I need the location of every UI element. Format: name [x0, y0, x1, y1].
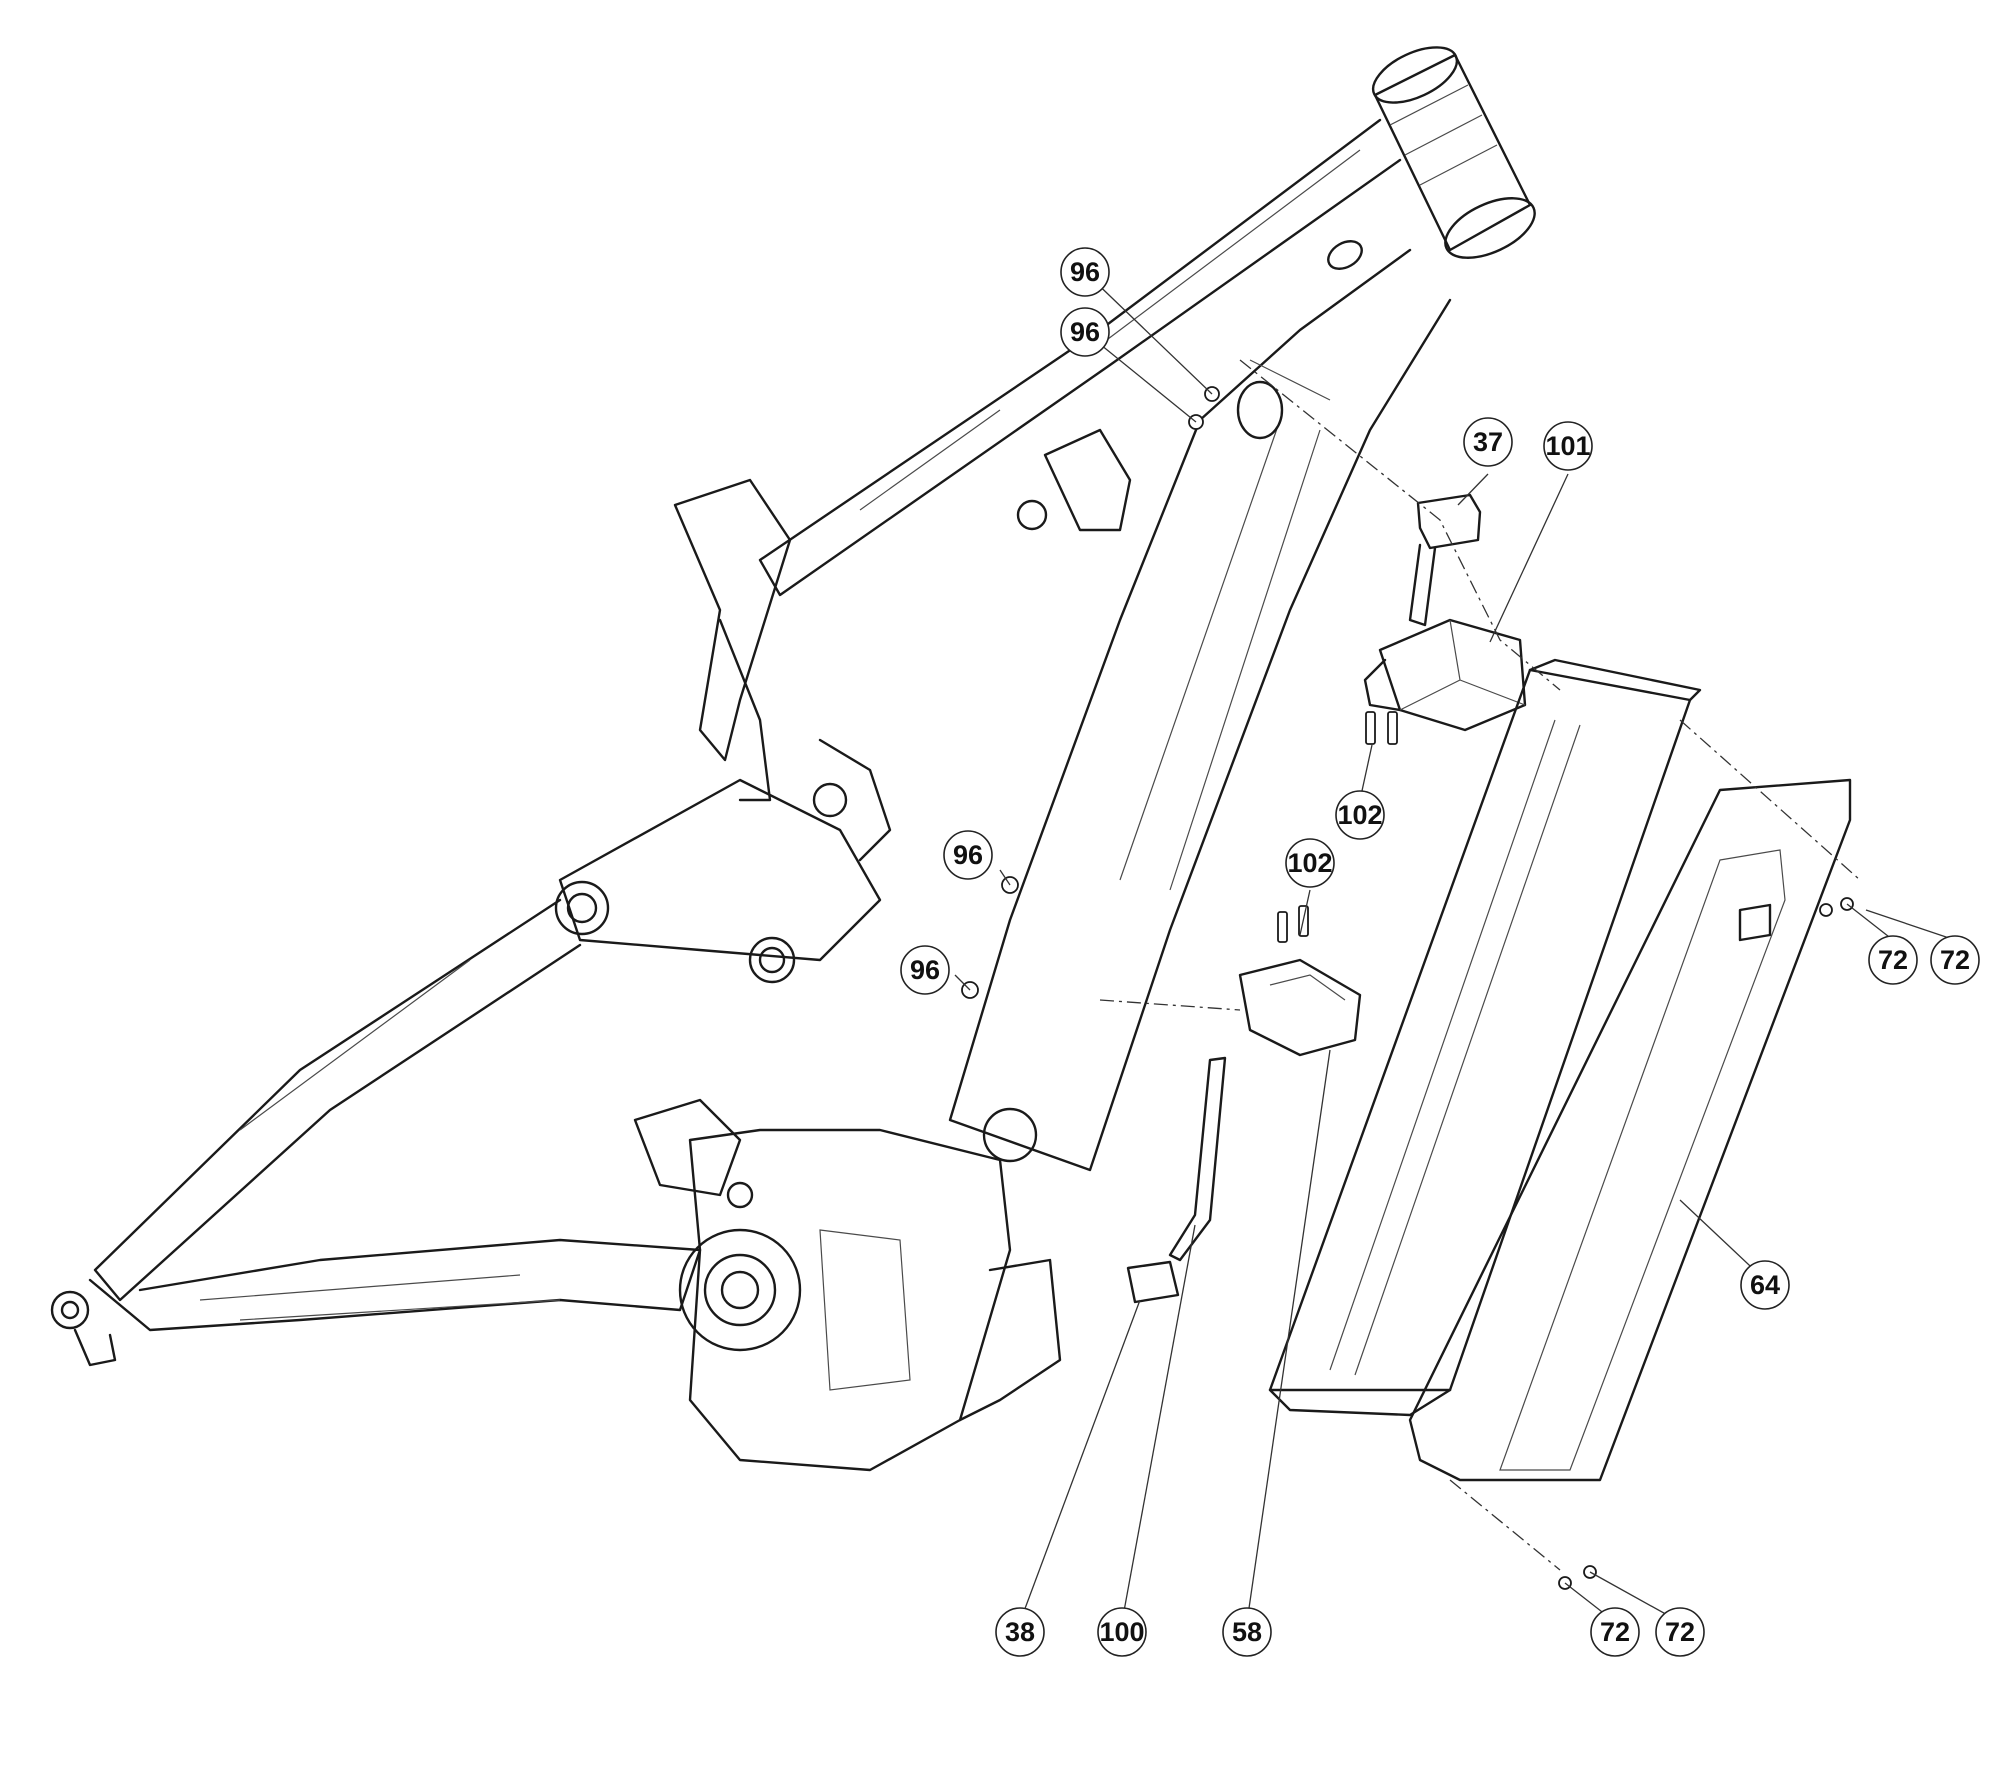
- callout-101-label: 101: [1545, 431, 1590, 461]
- callout-101: 101: [1543, 421, 1593, 471]
- callout-96-c: 96: [943, 830, 993, 880]
- callout-100: 100: [1097, 1607, 1147, 1657]
- part-72-screws: [1558, 897, 1854, 1590]
- callout-72-a-label: 72: [1878, 945, 1908, 975]
- callout-58: 58: [1222, 1607, 1272, 1657]
- callout-72-c-label: 72: [1600, 1617, 1630, 1647]
- seat-tube: [673, 428, 1132, 802]
- part-96-fasteners: [961, 386, 1220, 999]
- callout-72-c: 72: [1590, 1607, 1640, 1657]
- callout-96-d: 96: [900, 945, 950, 995]
- callout-72-b: 72: [1930, 935, 1980, 985]
- callout-96-a-label: 96: [1070, 257, 1100, 287]
- callout-72-d-label: 72: [1665, 1617, 1695, 1647]
- callout-64-label: 64: [1750, 1270, 1780, 1300]
- callout-38-label: 38: [1005, 1617, 1035, 1647]
- callout-38: 38: [995, 1607, 1045, 1657]
- callout-72-a: 72: [1868, 935, 1918, 985]
- head-tube: [1371, 46, 1536, 259]
- seat-stay: [93, 898, 582, 1302]
- battery-pack: [1268, 658, 1702, 1417]
- callout-100-label: 100: [1099, 1617, 1144, 1647]
- part-102-upper-bolts: [1365, 711, 1398, 745]
- callout-96-b-label: 96: [1070, 317, 1100, 347]
- part-64-cover: [1408, 778, 1852, 1482]
- callout-102-a: 102: [1335, 790, 1385, 840]
- motor-housing: [633, 1098, 1062, 1472]
- callout-96-c-label: 96: [953, 840, 983, 870]
- part-38-clip: [1126, 1260, 1180, 1304]
- part-58-mount: [1238, 958, 1362, 1057]
- part-102-lower-bolts: [1277, 905, 1309, 943]
- top-tube: [758, 118, 1402, 597]
- part-37-bracket: [1408, 493, 1482, 627]
- callout-72-b-label: 72: [1940, 945, 1970, 975]
- callout-96-b: 96: [1060, 307, 1110, 357]
- callout-37: 37: [1463, 417, 1513, 467]
- callout-64: 64: [1740, 1260, 1790, 1310]
- chain-stay: [50, 1238, 702, 1367]
- part-100-rail: [1168, 1056, 1227, 1262]
- rocker-link: [554, 738, 892, 984]
- callout-102-b-label: 102: [1287, 848, 1332, 878]
- leader-lines: [954, 271, 1956, 1623]
- callout-96-a: 96: [1060, 247, 1110, 297]
- callout-58-label: 58: [1232, 1617, 1262, 1647]
- callout-102-b: 102: [1285, 838, 1335, 888]
- callout-72-d: 72: [1655, 1607, 1705, 1657]
- callout-102-a-label: 102: [1337, 800, 1382, 830]
- bike-frame: [50, 46, 1536, 1472]
- down-tube: [948, 240, 1452, 1172]
- callout-37-label: 37: [1473, 427, 1503, 457]
- callout-96-d-label: 96: [910, 955, 940, 985]
- part-101-connector: [1363, 618, 1527, 732]
